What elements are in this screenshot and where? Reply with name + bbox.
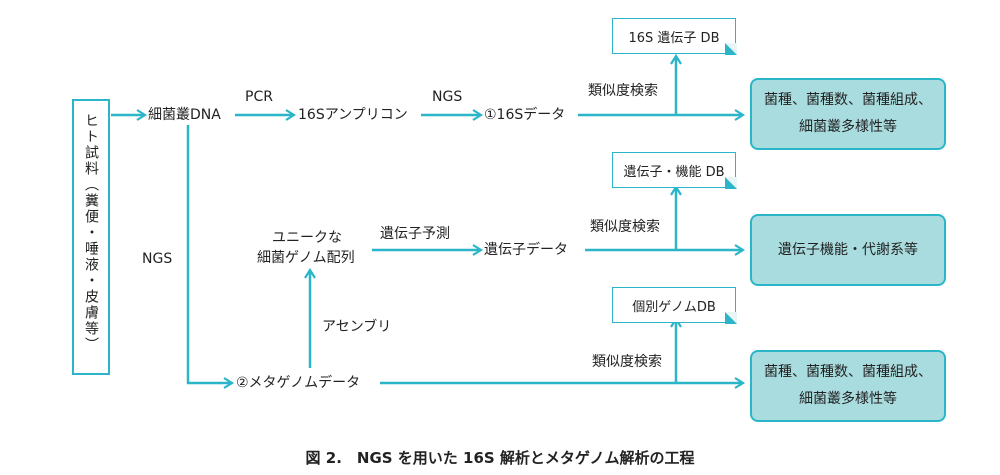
label-ngs-top: NGS [432,89,463,105]
result3-line1: 菌種、菌種数、菌種組成、 [764,364,932,381]
result1-line2: 細菌叢多様性等 [799,119,897,135]
db-16s-gene-label: 16S 遺伝子 DB [628,30,720,46]
db-individual-genome-label: 個別ゲノムDB [632,299,716,315]
node-gene-data: 遺伝子データ [484,242,568,258]
result-species-composition-meta: 菌種、菌種数、菌種組成、 細菌叢多様性等 [750,350,946,422]
sample-box: ヒト試料（糞便・唾液・皮膚等） [72,99,110,375]
result-species-composition-16s: 菌種、菌種数、菌種組成、 細菌叢多様性等 [750,78,946,150]
node-unique-line1: ユニークな [272,230,342,246]
label-similarity-search-3: 類似度検索 [592,354,662,370]
node-unique-line2: 細菌ゲノム配列 [257,250,355,266]
figure-caption: 図 2. NGS を用いた 16S 解析とメタゲノム解析の工程 [305,449,695,467]
db-gene-function-label: 遺伝子・機能 DB [623,164,725,180]
label-ngs-left: NGS [142,251,173,267]
result3-line2: 細菌叢多様性等 [799,391,897,407]
result-gene-function: 遺伝子機能・代謝系等 [750,214,946,286]
node-16s-amplicon: 16Sアンプリコン [298,107,408,123]
label-similarity-search-2: 類似度検索 [590,219,660,235]
label-similarity-search-1: 類似度検索 [588,83,658,99]
result1-line1: 菌種、菌種数、菌種組成、 [764,92,932,109]
label-assembly: アセンブリ [322,319,392,335]
db-gene-function: 遺伝子・機能 DB [612,152,737,189]
label-gene-prediction: 遺伝子予測 [380,226,450,242]
node-16s-data: ①16Sデータ [484,107,566,123]
arrow-dna-to-meta [186,125,235,389]
node-bacterial-dna: 細菌叢DNA [148,107,221,123]
db-16s-gene: 16S 遺伝子 DB [612,18,737,55]
label-pcr: PCR [245,89,273,105]
result2-label: 遺伝子機能・代謝系等 [778,241,918,258]
node-metagenome-data: ②メタゲノムデータ [236,375,361,391]
sample-label: ヒト試料（糞便・唾液・皮膚等） [83,113,99,353]
db-individual-genome: 個別ゲノムDB [612,287,737,324]
